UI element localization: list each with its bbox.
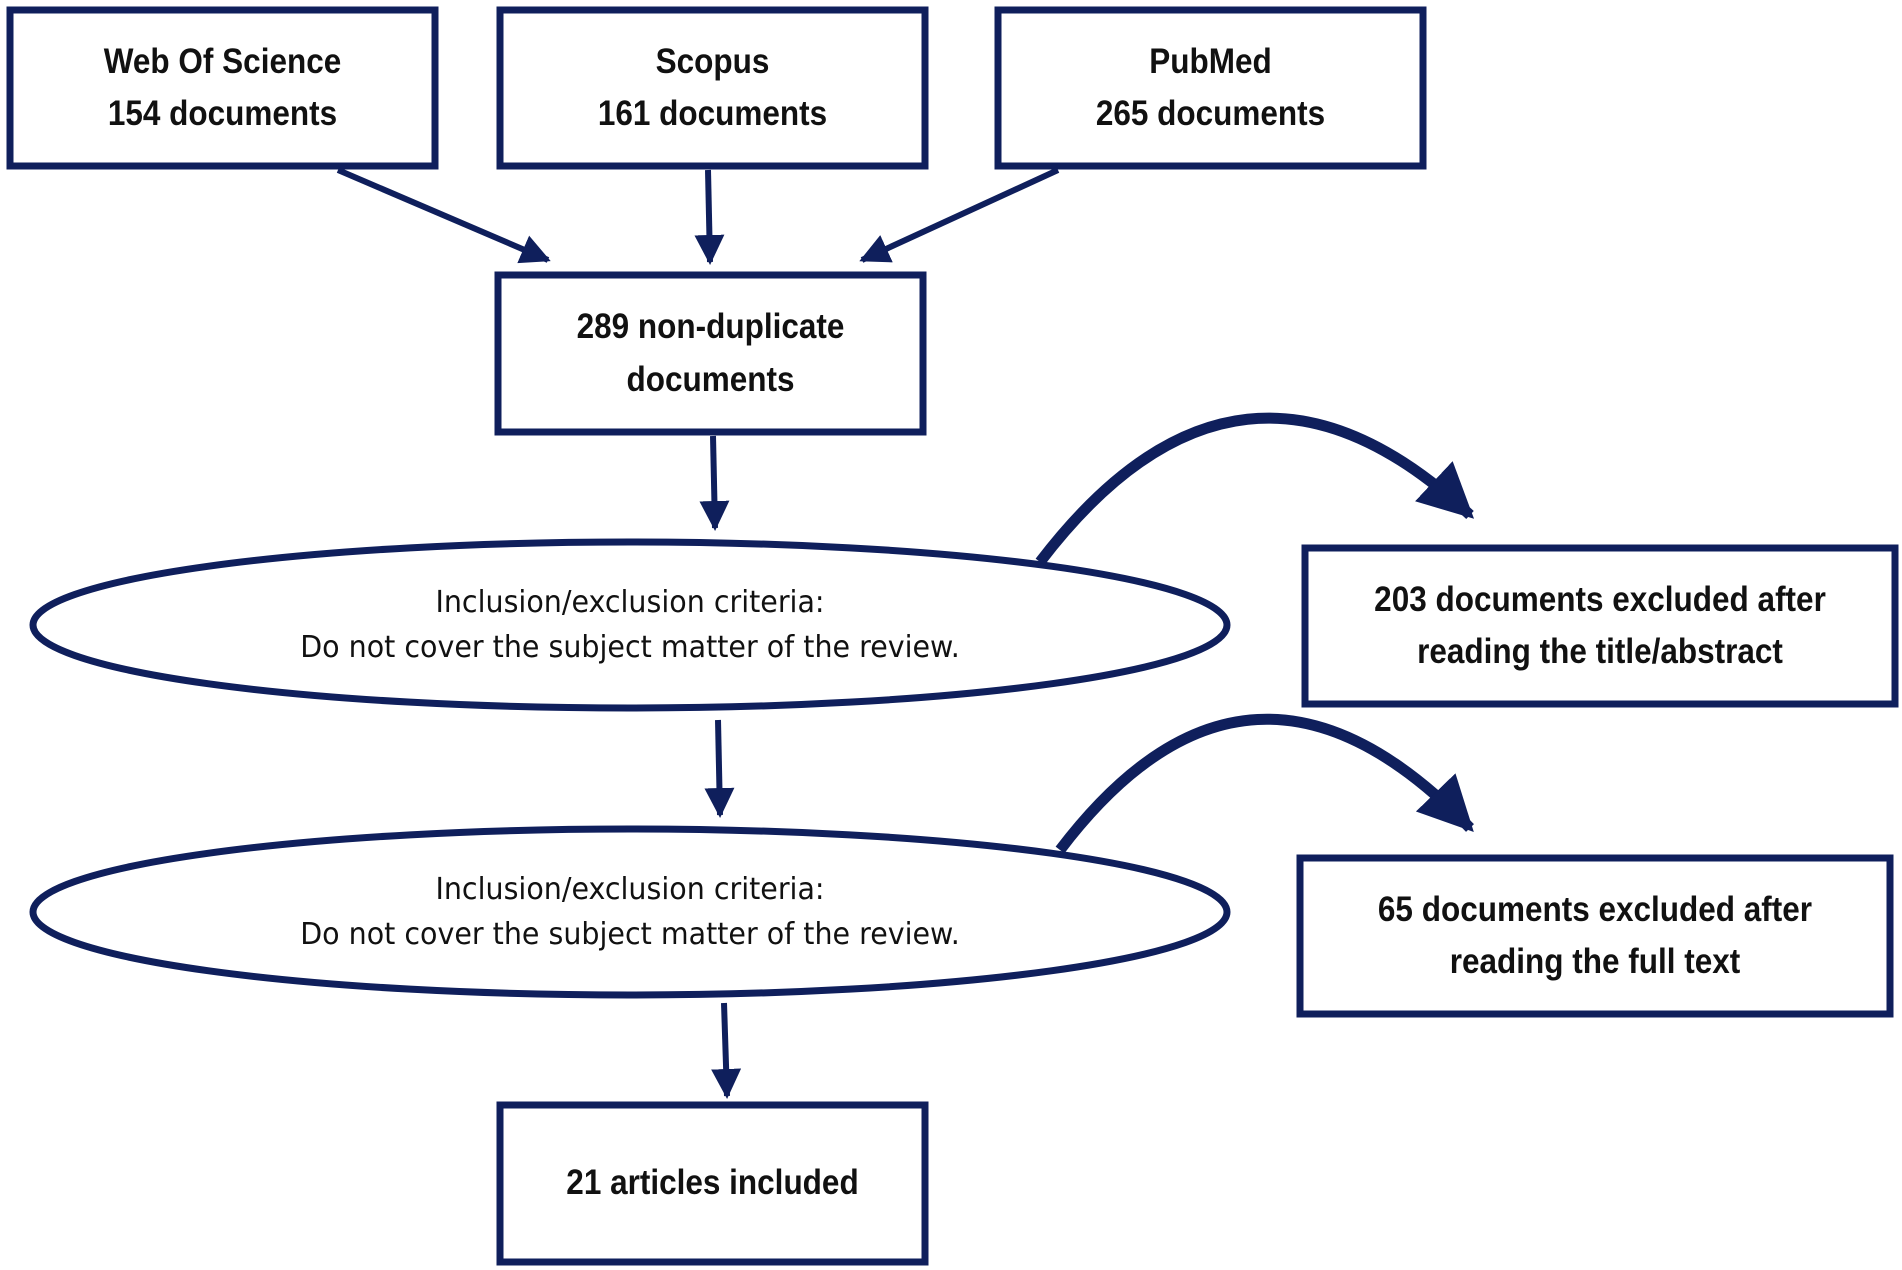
exclusion-2-line-1: 65 documents excluded after — [1377, 889, 1813, 929]
source-count: 154 documents — [107, 94, 338, 133]
arrow-pubmed-to-merged — [859, 167, 1060, 263]
source-web-of-science-text: Web Of Science 154 documents — [31, 10, 414, 166]
included-text: 21 articles included — [521, 1105, 904, 1262]
screening-1-line-1: Inclusion/exclusion criteria: — [435, 585, 825, 620]
exclusion-1-line-2: reading the title/abstract — [1417, 632, 1783, 671]
source-box-scopus — [496, 6, 929, 170]
curved-arrow-to-exclusion-1 — [1035, 412, 1475, 566]
screening-1-line-2: Do not cover the subject matter of the r… — [300, 630, 960, 665]
arrow-scopus-to-merged — [694, 169, 725, 265]
included-box — [496, 1101, 929, 1266]
exclusion-1-line-1: 203 documents excluded after — [1374, 579, 1826, 619]
source-box-pubmed — [994, 6, 1427, 170]
source-count: 265 documents — [1095, 94, 1326, 133]
source-name: Scopus — [655, 41, 770, 81]
curved-arrow-to-exclusion-2 — [1055, 713, 1474, 854]
merged-line-2: documents — [626, 359, 795, 399]
source-name: PubMed — [1149, 41, 1272, 81]
arrow-web-of-science-to-merged — [336, 167, 551, 264]
exclusion-1-text: 203 documents excluded after reading the… — [1335, 548, 1866, 704]
arrow-screening-2-to-included — [711, 1002, 742, 1099]
screening-ellipse-2 — [29, 825, 1231, 999]
source-pubmed-text: PubMed 265 documents — [1019, 10, 1402, 166]
screening-2-text: Inclusion/exclusion criteria: Do not cov… — [117, 847, 1143, 977]
exclusion-box-1 — [1301, 544, 1899, 708]
merged-line-1: 289 non-duplicate — [576, 307, 845, 346]
screening-2-line-1: Inclusion/exclusion criteria: — [435, 872, 825, 907]
source-scopus-text: Scopus 161 documents — [521, 10, 904, 166]
non-duplicate-text: 289 non-duplicate documents — [519, 275, 902, 432]
arrow-screening-1-to-screening-2 — [704, 719, 735, 818]
arrow-merged-to-screening-1 — [699, 435, 730, 531]
screening-2-line-2: Do not cover the subject matter of the r… — [300, 917, 960, 952]
non-duplicate-box — [494, 271, 927, 436]
source-box-web-of-science — [6, 6, 439, 170]
source-count: 161 documents — [597, 94, 828, 133]
exclusion-2-line-2: reading the full text — [1449, 942, 1741, 981]
source-name: Web Of Science — [103, 41, 342, 81]
screening-ellipse-1 — [29, 538, 1231, 712]
screening-1-text: Inclusion/exclusion criteria: Do not cov… — [117, 560, 1143, 690]
included-label: 21 articles included — [566, 1163, 859, 1203]
exclusion-2-text: 65 documents excluded after reading the … — [1330, 858, 1861, 1014]
exclusion-box-2 — [1296, 854, 1894, 1018]
